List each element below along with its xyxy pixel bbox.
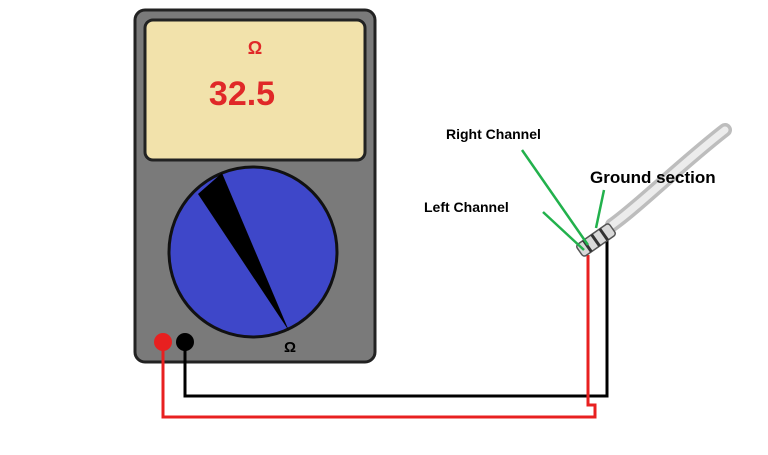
left-channel-pointer — [542, 211, 585, 251]
right-channel-label: Right Channel — [446, 126, 541, 142]
headphone-cable-highlight — [608, 126, 729, 229]
dial-ohm-symbol: Ω — [284, 339, 296, 356]
display-reading: 32.5 — [209, 75, 275, 113]
dial-pointer — [198, 173, 289, 331]
left-channel-label: Left Channel — [424, 199, 509, 215]
red-probe-wire — [161, 255, 597, 419]
black-probe-wire — [183, 240, 609, 398]
ground-section-label: Ground section — [590, 168, 716, 187]
meter-display — [143, 18, 367, 162]
right-channel-pointer — [520, 149, 590, 246]
ground-section-pointer — [594, 189, 606, 229]
display-unit-symbol: Ω — [248, 38, 262, 58]
headphone-jack-plug — [576, 223, 616, 257]
